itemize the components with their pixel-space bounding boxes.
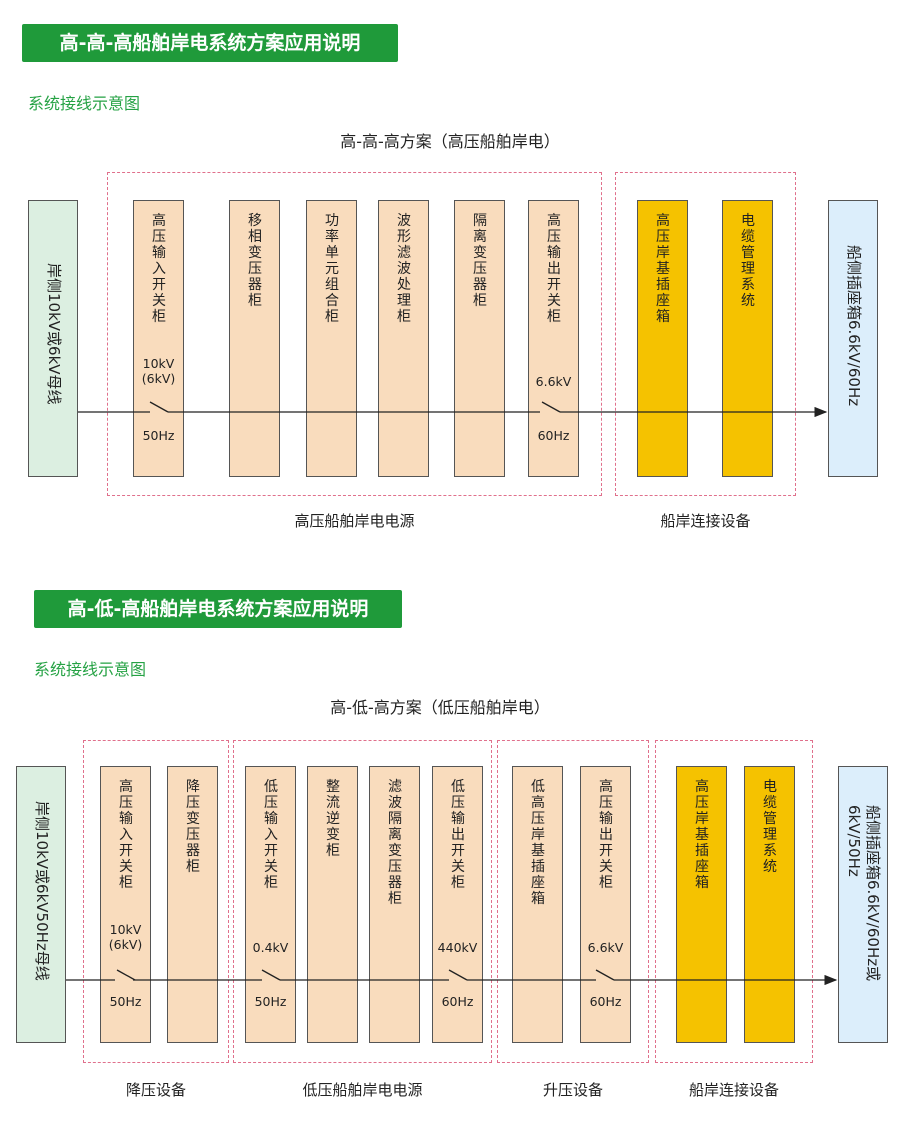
section2-switch2-icon <box>261 969 281 981</box>
section2-cabinet-label: 整流逆变柜 <box>326 779 340 859</box>
section2-target-box: 船侧插座箱6.6kV/60Hz或 6kV/50Hz <box>838 766 888 1043</box>
section2-cabinet-filter-isolation: 滤波隔离变压器柜 <box>369 766 420 1043</box>
section1-switch-out-voltage: 6.6kV <box>535 374 572 389</box>
section1-header: 高-高-高船舶岸电系统方案应用说明 <box>22 24 398 62</box>
section2-cabinet-hv-input: 高压输入开关柜 <box>100 766 151 1043</box>
section2-source-box: 岸侧10kV或6kV50Hz母线 <box>16 766 66 1043</box>
section2-group-label-ship-shore: 船岸连接设备 <box>688 1081 779 1099</box>
section1-group-label-ship-shore: 船岸连接设备 <box>660 512 751 530</box>
section1-group-ship-shore <box>615 172 796 496</box>
section2-cabinet-label: 低压输入开关柜 <box>264 779 278 891</box>
section1-diagram-title: 高-高-高方案（高压船舶岸电） <box>340 132 560 151</box>
section2-switch2-voltage: 0.4kV <box>252 940 289 955</box>
section1-cabinet-label: 高压输入开关柜 <box>152 213 166 325</box>
section2-group-lv-power-source <box>233 740 492 1063</box>
section2-cabinet-rectifier-inverter: 整流逆变柜 <box>307 766 358 1043</box>
section1-switch-out-icon <box>541 401 561 413</box>
section1-subheading: 系统接线示意图 <box>28 94 141 113</box>
section1-cabinet-label: 移相变压器柜 <box>248 213 262 309</box>
section2-switch1-frequency: 50Hz <box>109 994 142 1009</box>
section2-cabinet-lv-input: 低压输入开关柜 <box>245 766 296 1043</box>
section1-group-power-source <box>107 172 602 496</box>
section2-switch3-frequency: 60Hz <box>441 994 474 1009</box>
section1-switch-in-frequency: 50Hz <box>142 428 175 443</box>
section2-switch4-frequency: 60Hz <box>589 994 622 1009</box>
section1-switch-out-frequency: 60Hz <box>537 428 570 443</box>
section1-cabinet-label: 隔离变压器柜 <box>473 213 487 309</box>
section2-group-stepup <box>497 740 649 1063</box>
section2-cabinet-hv-output: 高压输出开关柜 <box>580 766 631 1043</box>
section1-cabinet-filter: 波形滤波处理柜 <box>378 200 429 477</box>
section2-group-ship-shore <box>655 740 813 1063</box>
section2-cabinet-cable-management: 电缆管理系统 <box>744 766 795 1043</box>
section1-cabinet-label: 功率单元组合柜 <box>325 213 339 325</box>
section2-cabinet-label: 高压岸基插座箱 <box>695 779 709 891</box>
section1-source-box: 岸侧10kV或6kV母线 <box>28 200 78 477</box>
section2-diagram-title: 高-低-高方案（低压船舶岸电） <box>330 698 550 717</box>
section2-switch2-frequency: 50Hz <box>254 994 287 1009</box>
section1-cabinet-label: 高压输出开关柜 <box>547 213 561 325</box>
section2-group-label-lv-power-source: 低压船舶岸电电源 <box>302 1081 423 1099</box>
section1-switch-in-voltage: 10kV (6kV) <box>141 356 176 386</box>
section2-cabinet-label: 高压输入开关柜 <box>119 779 133 891</box>
section2-header: 高-低-高船舶岸电系统方案应用说明 <box>34 590 402 628</box>
section1-group-label-power-source: 高压船舶岸电电源 <box>294 512 415 530</box>
section2-switch1-voltage: 10kV (6kV) <box>108 922 143 952</box>
section2-switch4-voltage: 6.6kV <box>587 940 624 955</box>
section2-group-label-stepup: 升压设备 <box>542 1081 603 1099</box>
section1-target-box: 船侧插座箱6.6kV/60Hz <box>828 200 878 477</box>
section2-cabinet-label: 高压输出开关柜 <box>599 779 613 891</box>
section1-cabinet-hv-input: 高压输入开关柜 <box>133 200 184 477</box>
section2-switch3-voltage: 440kV <box>437 940 478 955</box>
section2-cabinet-label: 电缆管理系统 <box>763 779 777 875</box>
section2-cabinet-label: 滤波隔离变压器柜 <box>388 779 402 907</box>
section2-cabinet-shore-socket: 高压岸基插座箱 <box>676 766 727 1043</box>
section1-cabinet-label: 高压岸基插座箱 <box>656 213 670 325</box>
section1-cabinet-label: 电缆管理系统 <box>741 213 755 309</box>
section2-cabinet-lv-hv-socket: 低高压岸基插座箱 <box>512 766 563 1043</box>
section2-cabinet-stepdown-transformer: 降压变压器柜 <box>167 766 218 1043</box>
section2-cabinet-label: 低高压岸基插座箱 <box>531 779 545 907</box>
section2-switch4-icon <box>595 969 615 981</box>
section1-cabinet-shore-socket: 高压岸基插座箱 <box>637 200 688 477</box>
section1-switch-in-icon <box>149 401 169 413</box>
section1-cabinet-cable-management: 电缆管理系统 <box>722 200 773 477</box>
section1-cabinet-hv-output: 高压输出开关柜 <box>528 200 579 477</box>
section1-cabinet-label: 波形滤波处理柜 <box>397 213 411 325</box>
section1-cabinet-isolation-transformer: 隔离变压器柜 <box>454 200 505 477</box>
section2-subheading: 系统接线示意图 <box>34 660 147 679</box>
section1-cabinet-phase-transformer: 移相变压器柜 <box>229 200 280 477</box>
section2-group-stepdown <box>83 740 229 1063</box>
section2-switch1-icon <box>116 969 136 981</box>
section1-cabinet-power-unit: 功率单元组合柜 <box>306 200 357 477</box>
section2-cabinet-label: 降压变压器柜 <box>186 779 200 875</box>
section2-cabinet-lv-output: 低压输出开关柜 <box>432 766 483 1043</box>
section2-cabinet-label: 低压输出开关柜 <box>451 779 465 891</box>
section2-switch3-icon <box>448 969 468 981</box>
section2-group-label-stepdown: 降压设备 <box>125 1081 186 1099</box>
